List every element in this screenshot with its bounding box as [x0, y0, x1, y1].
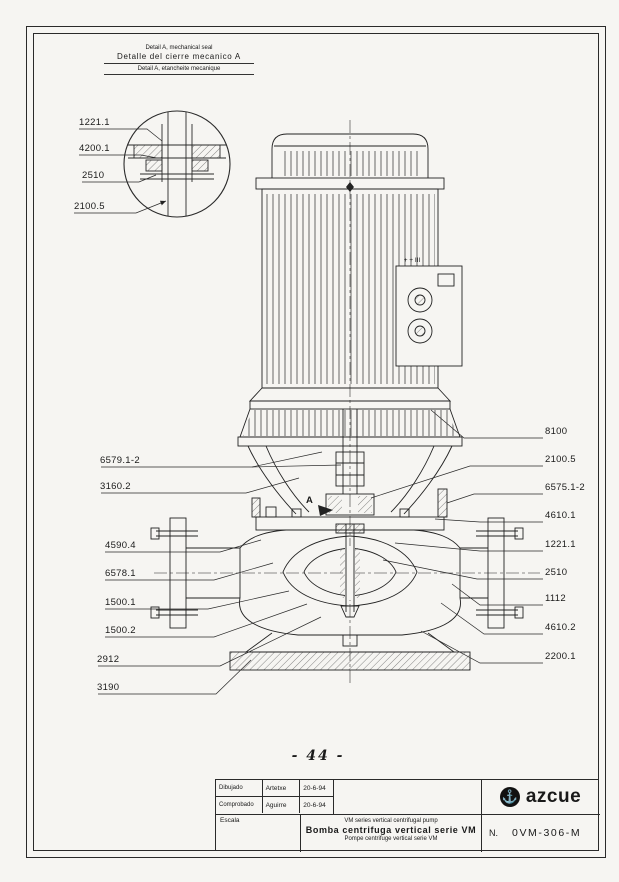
detail-circle-view [123, 110, 231, 218]
terminal-box [395, 265, 463, 367]
brand-name: azcue [525, 786, 582, 807]
drawn-date: 20-6-94 [299, 780, 333, 796]
lifting-mark [346, 182, 354, 192]
stud-left [251, 497, 261, 518]
title-es: Bomba centrifuga vertical serie VM [305, 825, 477, 835]
detail-header: Detail A, mechanical seal Detalle del ci… [104, 45, 254, 75]
drawing-number: 0VM-306-M [512, 827, 582, 839]
part-label: 8100 [545, 426, 568, 437]
part-label: 4590.4 [105, 540, 136, 551]
part-label: 6578.1 [105, 568, 136, 579]
cable-gland [407, 318, 433, 344]
page-number: - 44 - [291, 748, 345, 764]
part-label: 1221.1 [545, 539, 576, 550]
shaft-and-seal [318, 409, 375, 516]
motor: + + III [248, 182, 463, 410]
title-en: VM series vertical centrifugal pump [344, 818, 438, 824]
title-fr: Pompe centrifuge vertical serie VM [344, 836, 438, 842]
detail-part-label: 4200.1 [79, 143, 110, 154]
checked-label: Comprobado [219, 802, 254, 808]
brand-logo: ⚓ azcue [481, 780, 600, 814]
detail-part-label: 2100.5 [74, 201, 105, 212]
part-label: 2912 [97, 654, 120, 665]
sheet-border-outer [26, 26, 606, 858]
part-label: 4610.2 [545, 622, 576, 633]
detail-leader-lines [74, 128, 167, 214]
sheet-border-inner [33, 33, 599, 851]
fan-cover [255, 133, 445, 190]
drawing-title: VM series vertical centrifugal pump Bomb… [301, 815, 481, 852]
section-marker-a: A [306, 495, 313, 506]
discharge-flange [460, 517, 524, 629]
title-block: Dibujado Artetxe 20-6-94 Comprobado Agui… [215, 779, 600, 852]
section-arrow [318, 505, 333, 516]
part-label: 4610.1 [545, 510, 576, 521]
detail-title-fr: Detail A, etancheite mecanique [104, 64, 254, 75]
pump-assembly: + + III [150, 120, 540, 686]
cable-gland [407, 287, 433, 313]
drain-plug [342, 634, 358, 647]
detail-part-label: 2510 [82, 170, 105, 181]
titleblock-divider-h [216, 814, 600, 815]
detail-part-label: 1221.1 [79, 117, 110, 128]
part-label: 3160.2 [100, 481, 131, 492]
stud-right [437, 488, 448, 518]
suction-flange [150, 517, 240, 629]
part-label: 2510 [545, 567, 568, 578]
drawn-name: Artetxe [261, 780, 300, 796]
scale-cell: Escala [216, 815, 301, 852]
part-label: 6575.1-2 [545, 482, 585, 493]
impeller-nut [340, 605, 360, 618]
revision-table: Dibujado Artetxe 20-6-94 Comprobado Agui… [216, 780, 334, 814]
motor-marking: + + III [404, 257, 421, 264]
titleblock-divider-v [481, 780, 482, 852]
part-label: 3190 [97, 682, 120, 693]
part-label: 1500.1 [105, 597, 136, 608]
drawing-number-cell: N. 0VM-306-M [481, 814, 600, 852]
anchor-icon: ⚓ [499, 787, 520, 807]
leader-lines [98, 409, 543, 695]
checked-date: 20-6-94 [299, 797, 333, 813]
part-label: 6579.1-2 [100, 455, 140, 466]
detail-title-en: Detail A, mechanical seal [145, 45, 213, 51]
seal-housing [325, 493, 375, 516]
part-label: 2100.5 [545, 454, 576, 465]
part-label: 2200.1 [545, 651, 576, 662]
part-label: 1112 [545, 593, 566, 604]
motor-stool [237, 408, 463, 515]
drawn-label: Dibujado [219, 785, 243, 791]
detail-title-es: Detalle del cierre mecanico A [104, 51, 254, 64]
number-label: N. [489, 828, 498, 838]
checked-name: Aguirre [261, 797, 300, 813]
part-label: 1500.2 [105, 625, 136, 636]
coupling [335, 451, 365, 487]
